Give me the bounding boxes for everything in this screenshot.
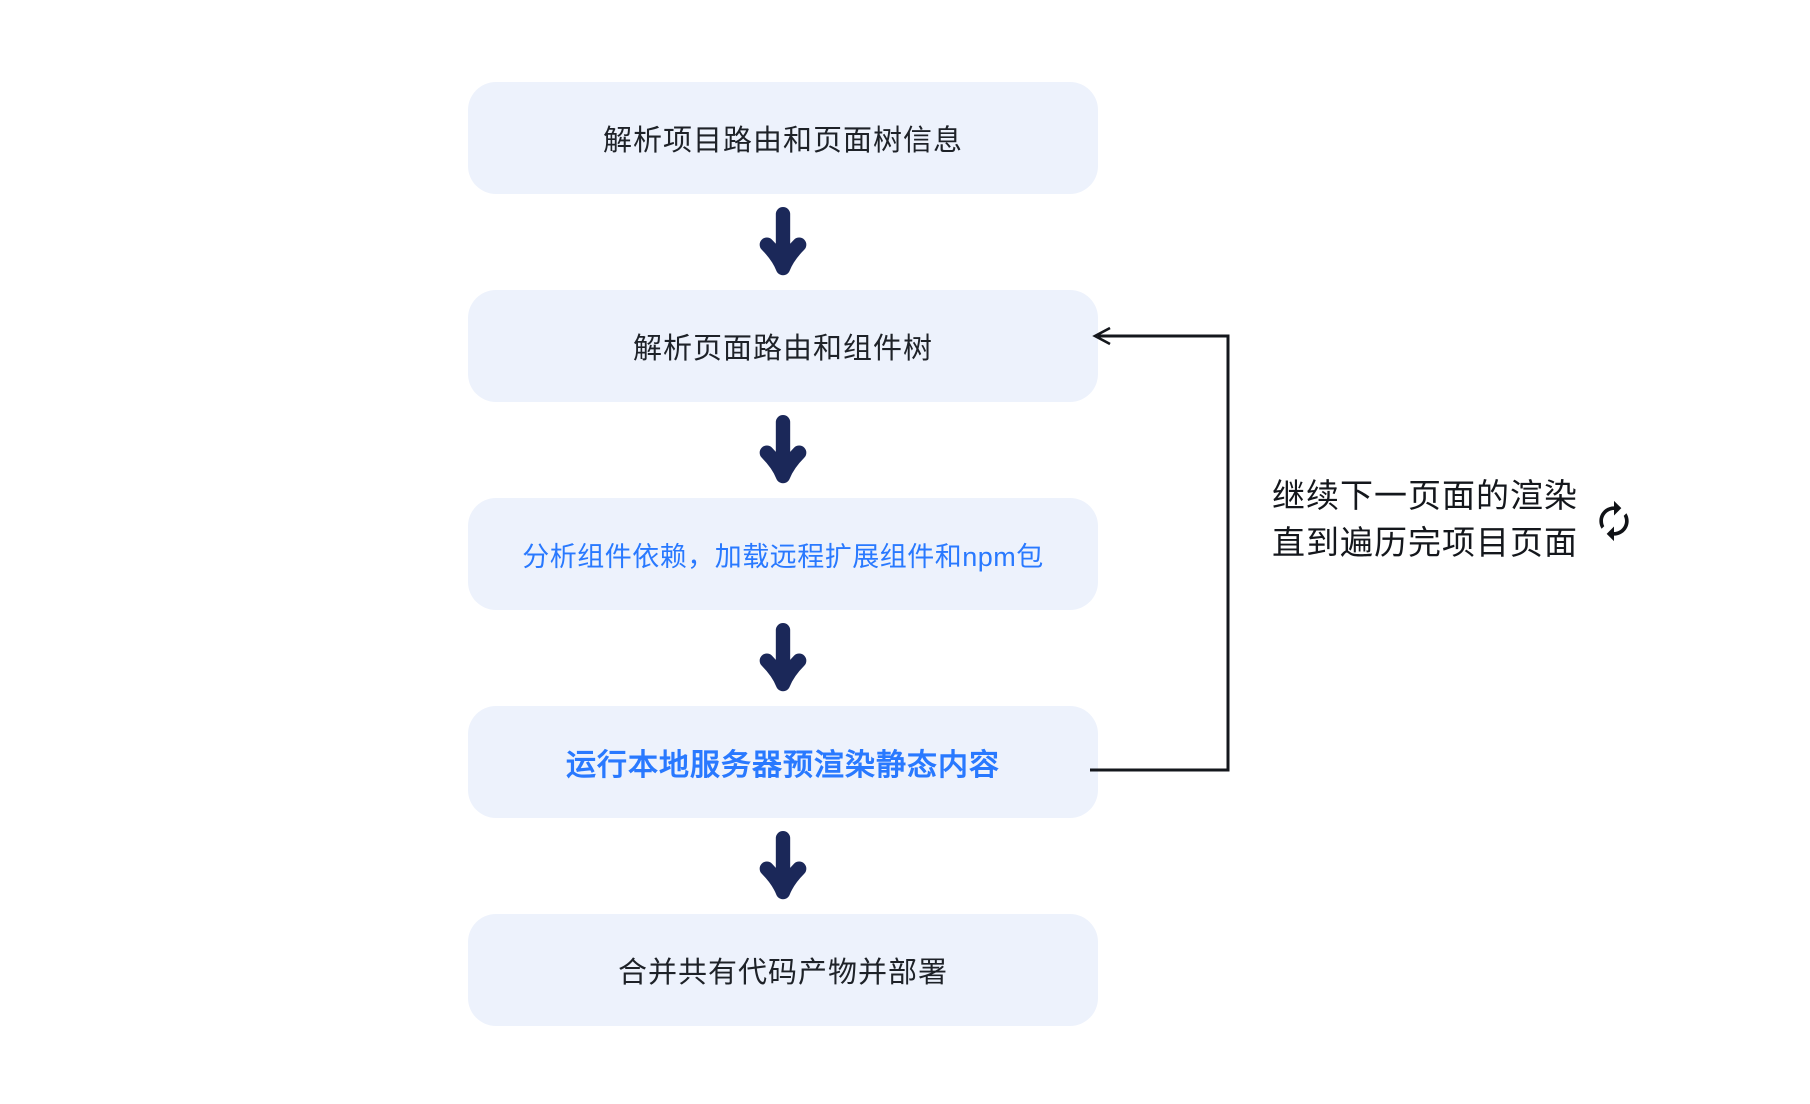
flow-step-merge-and-deploy: 合并共有代码产物并部署 (468, 914, 1098, 1026)
flow-step-run-local-server-prerender: 运行本地服务器预渲染静态内容 (468, 706, 1098, 818)
loop-annotation-line1: 继续下一页面的渲染 (1272, 477, 1578, 514)
flow-step-label: 解析项目路由和页面树信息 (602, 125, 963, 157)
flow-step-parse-page-routes: 解析页面路由和组件树 (468, 290, 1098, 402)
flow-step-analyze-dependencies: 分析组件依赖，加载远程扩展组件和npm包 (468, 498, 1098, 610)
down-arrow-icon (756, 207, 810, 277)
flow-step-label: 分析组件依赖，加载远程扩展组件和npm包 (522, 541, 1044, 572)
loop-annotation-text: 继续下一页面的渲染 直到遍历完项目页面 (1272, 472, 1578, 566)
down-arrow-icon (756, 623, 810, 693)
loop-annotation-line2: 直到遍历完项目页面 (1272, 524, 1578, 561)
down-arrow-icon (756, 831, 810, 901)
flow-step-label: 运行本地服务器预渲染静态内容 (566, 749, 1000, 782)
loop-annotation: 继续下一页面的渲染 直到遍历完项目页面 (1272, 472, 1636, 566)
flow-step-label: 合并共有代码产物并部署 (617, 957, 948, 989)
flow-step-label: 解析页面路由和组件树 (632, 333, 933, 365)
down-arrow-icon (756, 415, 810, 485)
flow-step-parse-project-routes: 解析项目路由和页面树信息 (468, 82, 1098, 194)
refresh-cycle-icon (1592, 499, 1636, 543)
loop-connector-line (1088, 325, 1238, 777)
